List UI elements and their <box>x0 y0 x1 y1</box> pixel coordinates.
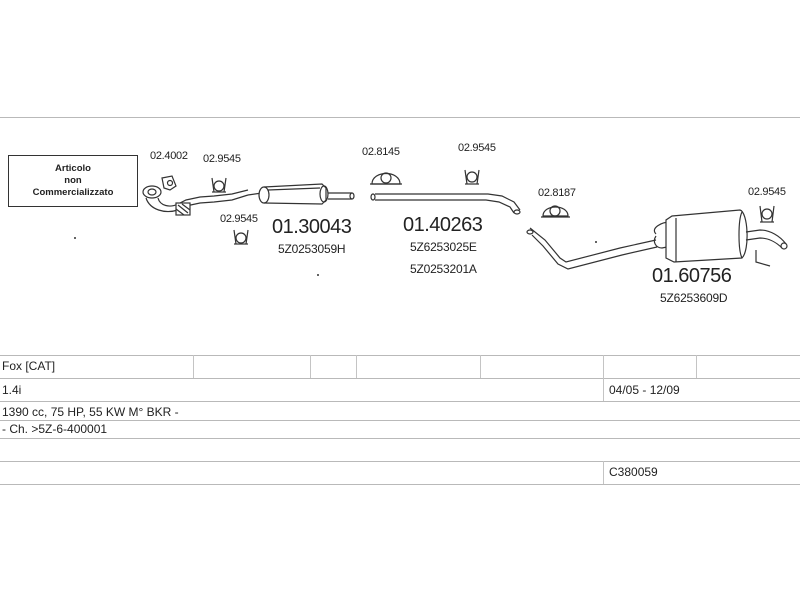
clamp-label: 02.9545 <box>203 153 241 165</box>
chassis-range: - Ch. >5Z-6-400001 <box>2 422 108 436</box>
catalog-code: C380059 <box>609 465 658 479</box>
clamp-label: 02.9545 <box>458 142 496 154</box>
table-rule-4 <box>0 420 800 421</box>
oem-number: 5Z6253025E <box>410 240 477 254</box>
clamp-02-9545-a <box>211 177 227 193</box>
vehicle-model: Fox [CAT] <box>2 359 56 373</box>
table-col-divider <box>356 355 357 378</box>
table-rule-1 <box>0 355 800 356</box>
part-number: 01.40263 <box>403 214 483 236</box>
oem-number: 5Z0253059H <box>278 242 346 256</box>
top-rule <box>0 117 800 118</box>
clamp-label: 02.8145 <box>362 146 400 158</box>
production-dates: 04/05 - 12/09 <box>609 383 680 397</box>
engine-size: 1.4i <box>2 383 22 397</box>
clamp-02-4002 <box>161 175 177 191</box>
table-col-divider <box>603 355 604 401</box>
clamp-02-8145 <box>370 172 402 185</box>
not-marketed-notice: Articolo non Commercializzato <box>8 155 138 207</box>
table-col-divider <box>696 355 697 378</box>
table-rule-5 <box>0 438 800 439</box>
clamp-label: 02.8187 <box>538 187 576 199</box>
clamp-02-9545-d <box>759 205 775 223</box>
middle-pipe-drawing <box>370 193 521 215</box>
part-number: 01.30043 <box>272 216 352 238</box>
clamp-label: 02.9545 <box>748 186 786 198</box>
clamp-02-9545-b <box>233 229 249 245</box>
front-pipe-drawing <box>142 185 249 216</box>
clamp-02-9545-c <box>464 169 480 185</box>
table-col-divider <box>480 355 481 378</box>
table-rule-2 <box>0 378 800 379</box>
oem-number: 5Z6253609D <box>660 291 728 305</box>
table-rule-7 <box>0 484 800 485</box>
engine-spec: 1390 cc, 75 HP, 55 KW M° BKR - <box>2 405 179 419</box>
table-col-divider <box>603 461 604 484</box>
notice-line-3: Commercializzato <box>32 187 114 198</box>
part-number: 01.60756 <box>652 265 732 287</box>
table-rule-3 <box>0 401 800 402</box>
clamp-02-8187 <box>541 205 570 218</box>
clamp-label: 02.4002 <box>150 150 188 162</box>
notice-line-2: non <box>64 175 82 186</box>
oem-number: 5Z0253201A <box>410 262 477 276</box>
rear-muffler-drawing <box>526 209 788 270</box>
table-rule-6 <box>0 461 800 462</box>
notice-line-1: Articolo <box>55 163 91 174</box>
front-muffler-drawing <box>247 183 355 205</box>
table-col-divider <box>310 355 311 378</box>
table-col-divider <box>193 355 194 378</box>
clamp-label: 02.9545 <box>220 213 258 225</box>
